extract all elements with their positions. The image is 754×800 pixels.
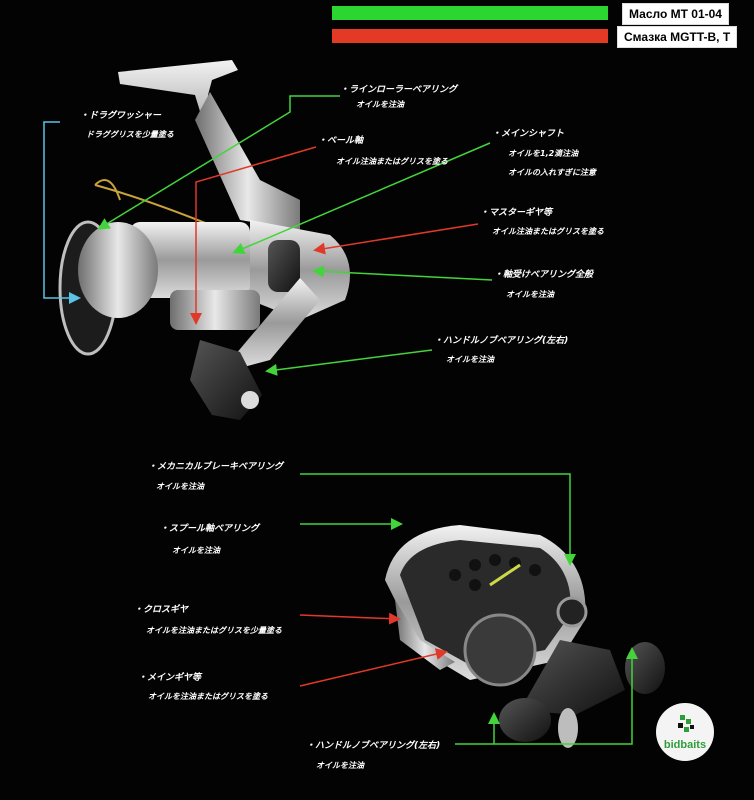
cross-gear-title: ・クロスギヤ xyxy=(134,605,189,615)
master-gear-arrow xyxy=(313,223,479,255)
handle-knob-arrow-right xyxy=(455,647,638,745)
line-roller-note: オイルを注油 xyxy=(356,100,404,109)
brake-bearing-arrow xyxy=(300,473,576,566)
master-gear-note: オイル注油またはグリスを塗る xyxy=(492,227,604,236)
grease-legend-bar xyxy=(332,29,608,43)
cross-gear-note: オイルを注油またはグリスを少量塗る xyxy=(146,626,282,635)
main-gear-arrow xyxy=(299,648,448,687)
logo-text-main: bidbaits xyxy=(663,739,707,751)
handle-knob-arrow-spinning xyxy=(265,349,433,376)
main-gear-title: ・メインギヤ等 xyxy=(138,673,202,683)
main-shaft-arrow xyxy=(232,142,491,254)
main-shaft-note-2: オイルの入れすぎに注意 xyxy=(508,168,596,177)
handle-knob-title-spinning: ・ハンドルノブベアリング(左右) xyxy=(434,336,569,346)
drag-washer-arrow xyxy=(43,121,81,304)
bail-shaft-arrow xyxy=(190,146,317,325)
bail-shaft-note: オイル注油またはグリスを塗る xyxy=(336,157,448,166)
brake-bearing-title: ・メカニカルブレーキベアリング xyxy=(148,462,284,472)
main-gear-note: オイルを注油またはグリスを塗る xyxy=(148,692,268,701)
line-roller-arrow xyxy=(97,95,340,230)
handle-knob-title-baitcast: ・ハンドルノブベアリング(左右) xyxy=(306,741,441,751)
master-gear-title: ・マスターギヤ等 xyxy=(480,208,553,218)
baitcast-reel-image xyxy=(385,525,665,748)
spinning-reel-image xyxy=(58,60,350,420)
spool-bearing-note: オイルを注油 xyxy=(172,546,220,555)
brake-bearing-note: オイルを注油 xyxy=(156,482,204,491)
oil-legend-label: Масло MT 01-04 xyxy=(622,3,729,25)
grease-legend-label: Смазка MGTT-B, T xyxy=(617,26,738,48)
bail-shaft-title: ・ベール軸 xyxy=(318,136,364,146)
handle-knob-note-spinning: オイルを注油 xyxy=(446,355,494,364)
handle-knob-note-baitcast: オイルを注油 xyxy=(316,761,364,770)
main-shaft-title: ・メインシャフト xyxy=(492,129,565,139)
cross-gear-arrow xyxy=(299,612,401,625)
bearings-title: ・軸受けベアリング全般 xyxy=(494,270,594,280)
drag-washer-title: ・ドラグワッシャー xyxy=(80,111,162,121)
bearings-note: オイルを注油 xyxy=(506,290,554,299)
bidbaits-logo: bidbaits xyxy=(656,703,714,761)
logo-mark-icon xyxy=(678,715,694,732)
bearings-arrow xyxy=(312,265,493,281)
drag-washer-note: ドラググリスを少量塗る xyxy=(86,130,174,139)
line-roller-title: ・ラインローラーベアリング xyxy=(340,85,458,95)
main-shaft-note-1: オイルを1,2滴注油 xyxy=(508,149,579,158)
oil-legend-bar xyxy=(332,6,608,20)
spool-bearing-title: ・スプール軸ベアリング xyxy=(160,524,260,534)
logo-text: bidbaits xyxy=(656,739,714,751)
